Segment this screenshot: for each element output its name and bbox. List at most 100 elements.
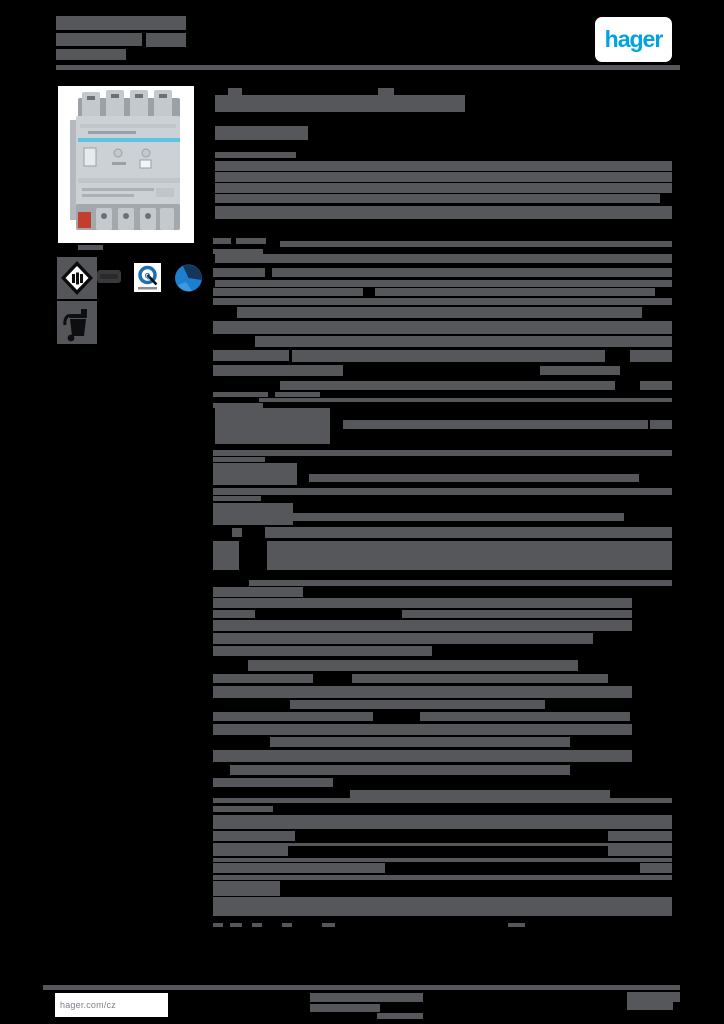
redacted-text-line bbox=[215, 254, 672, 263]
redacted-text-line bbox=[213, 863, 385, 873]
redacted-text-line bbox=[215, 172, 672, 182]
redacted-text-line bbox=[213, 392, 268, 397]
redacted-text-block bbox=[215, 408, 330, 444]
redacted-text-line bbox=[213, 288, 363, 296]
redacted-text-line bbox=[213, 321, 672, 334]
redacted-text-line bbox=[230, 765, 570, 775]
redacted-text-line bbox=[56, 33, 142, 46]
redacted-text-line bbox=[265, 527, 672, 538]
redacted-text-line bbox=[252, 923, 262, 927]
redacted-text-line bbox=[608, 831, 672, 841]
redacted-text-line bbox=[146, 33, 186, 47]
redacted-text-line bbox=[213, 587, 303, 597]
redacted-text-line bbox=[213, 750, 632, 762]
redacted-footer-block bbox=[627, 1002, 673, 1010]
redacted-text-line bbox=[213, 488, 672, 495]
redacted-text-block bbox=[213, 881, 280, 896]
redacted-text-line bbox=[213, 450, 672, 456]
redacted-text-line bbox=[213, 806, 273, 812]
redacted-text-line bbox=[213, 831, 295, 841]
redacted-footer-text bbox=[310, 993, 423, 1002]
redacted-text-line bbox=[213, 496, 261, 501]
redacted-text-line bbox=[309, 474, 639, 482]
blue-globe-icon bbox=[174, 263, 203, 298]
redacted-text-line bbox=[282, 923, 292, 927]
redacted-text-line bbox=[630, 350, 672, 362]
redacted-text-line bbox=[215, 183, 672, 193]
redacted-text-line bbox=[275, 392, 320, 397]
redacted-bullet bbox=[232, 528, 242, 537]
redacted-photo-caption bbox=[78, 245, 103, 250]
header-rule bbox=[56, 65, 680, 70]
redacted-text-line bbox=[280, 381, 615, 390]
redacted-text-line bbox=[213, 798, 672, 803]
redacted-text-line bbox=[215, 194, 660, 203]
din-rail-device-image bbox=[58, 86, 194, 243]
redacted-text-line bbox=[213, 238, 231, 244]
redacted-text-line bbox=[640, 381, 672, 390]
redacted-text-line bbox=[213, 712, 373, 721]
footer-website-card: hager.com/cz bbox=[55, 993, 168, 1017]
redacted-text-line bbox=[215, 206, 672, 219]
redacted-text-line bbox=[650, 420, 672, 429]
redacted-text-line bbox=[213, 923, 223, 927]
redacted-text-line bbox=[237, 307, 642, 318]
product-photo-card bbox=[58, 86, 194, 243]
redacted-text-line bbox=[213, 403, 263, 408]
redacted-text-line bbox=[259, 398, 672, 402]
redacted-text-line bbox=[248, 660, 578, 671]
redacted-text-line bbox=[249, 580, 672, 586]
redacted-text-line bbox=[213, 875, 672, 880]
redacted-text-line bbox=[375, 288, 655, 296]
redacted-text-line bbox=[213, 610, 255, 618]
redacted-text-line bbox=[215, 161, 672, 171]
knx-eib-diamond-icon bbox=[57, 257, 97, 304]
redacted-text-line bbox=[213, 620, 632, 631]
redacted-text-line bbox=[343, 420, 648, 429]
redacted-text-block bbox=[213, 463, 297, 485]
redacted-text-block bbox=[213, 815, 672, 829]
redacted-title bbox=[215, 95, 465, 112]
redacted-text-line bbox=[230, 923, 242, 927]
knx-wordmark-icon bbox=[97, 270, 121, 288]
redacted-footer-block bbox=[627, 992, 680, 1002]
redacted-text-line bbox=[213, 298, 672, 305]
redacted-text-line bbox=[236, 238, 266, 244]
weee-crossed-bin-icon bbox=[57, 301, 97, 349]
redacted-text-line bbox=[213, 646, 432, 656]
redacted-text-line bbox=[213, 598, 632, 608]
redacted-text-line bbox=[290, 513, 624, 521]
redacted-text-block bbox=[213, 541, 239, 570]
redacted-text-block bbox=[213, 503, 293, 525]
redacted-text-block bbox=[267, 541, 672, 570]
redacted-text-line bbox=[56, 49, 126, 60]
brand-logo-card: hager bbox=[595, 17, 672, 62]
redacted-text-line bbox=[280, 241, 672, 247]
redacted-text-line bbox=[378, 88, 394, 96]
redacted-text-line bbox=[213, 350, 289, 361]
redacted-text-line bbox=[322, 923, 335, 927]
redacted-footer-text bbox=[310, 1004, 380, 1012]
knx-quality-q-icon: Q bbox=[134, 263, 161, 292]
redacted-text-line bbox=[215, 152, 296, 158]
footer-rule bbox=[43, 985, 680, 990]
redacted-text-line bbox=[213, 365, 343, 376]
redacted-text-line bbox=[213, 457, 265, 462]
footer-website-link: hager.com/cz bbox=[60, 1000, 116, 1010]
q-letter: Q bbox=[145, 273, 151, 280]
redacted-text-line bbox=[215, 280, 672, 287]
redacted-text-line bbox=[228, 88, 242, 96]
redacted-text-line bbox=[508, 923, 525, 927]
redacted-text-line bbox=[290, 700, 545, 709]
redacted-text-line bbox=[56, 16, 186, 30]
redacted-text-line bbox=[213, 686, 632, 698]
redacted-text-line bbox=[213, 778, 333, 787]
redacted-text-line bbox=[352, 674, 608, 683]
hager-logo: hager bbox=[604, 26, 664, 52]
redacted-text-line bbox=[350, 790, 610, 799]
redacted-text-line bbox=[213, 268, 265, 277]
redacted-text-line bbox=[213, 858, 672, 862]
redacted-text-line bbox=[640, 863, 672, 873]
redacted-text-line bbox=[213, 633, 593, 644]
